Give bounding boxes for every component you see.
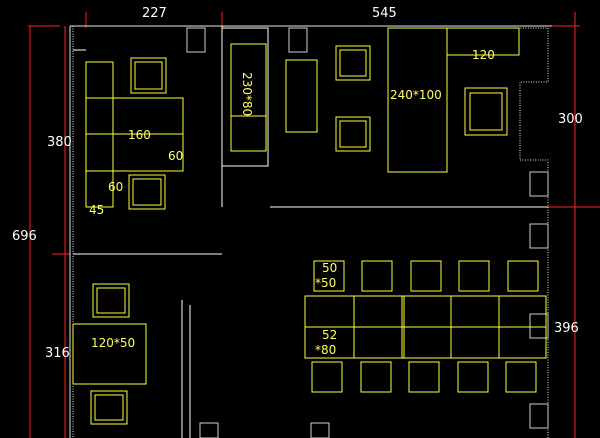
label-shelf-120: 120	[472, 48, 495, 62]
furniture-labels: 160 60 60 45 230*80 240*100 120 120*50 5…	[89, 48, 495, 357]
wall-columns	[186, 27, 549, 438]
meeting-chairs-bottom	[311, 361, 537, 393]
dim-380: 380	[47, 135, 72, 150]
middle-chairs	[335, 45, 371, 152]
dim-316: 316	[45, 346, 70, 361]
label-cabinet: 230*80	[240, 72, 254, 116]
dim-396: 396	[554, 321, 579, 336]
side-desk	[285, 59, 318, 133]
dim-300: 300	[558, 112, 583, 127]
label-side-60: 60	[108, 180, 123, 194]
dimension-labels: 227 545 696 380 316 300 396	[12, 6, 583, 361]
dimension-lines	[28, 12, 600, 438]
walls	[69, 25, 552, 438]
label-chair-h: *50	[315, 276, 336, 290]
meeting-table	[304, 295, 547, 359]
label-side-45: 45	[89, 203, 104, 217]
meeting-chairs-top	[313, 260, 539, 292]
label-desk-width: 160	[128, 128, 151, 142]
office-desk-group	[85, 57, 184, 210]
dim-696: 696	[12, 229, 37, 244]
cabinet	[221, 27, 269, 167]
label-desk-depth: 60	[168, 149, 183, 163]
dim-545: 545	[372, 6, 397, 21]
label-meeting-h: *80	[315, 343, 336, 357]
label-table-240: 240*100	[390, 88, 442, 102]
lower-office-desk	[72, 283, 147, 425]
label-meeting-w: 52	[322, 328, 337, 342]
label-small-table: 120*50	[91, 336, 135, 350]
label-chair-w: 50	[322, 261, 337, 275]
manager-desk	[387, 27, 520, 173]
dim-227: 227	[142, 6, 167, 21]
